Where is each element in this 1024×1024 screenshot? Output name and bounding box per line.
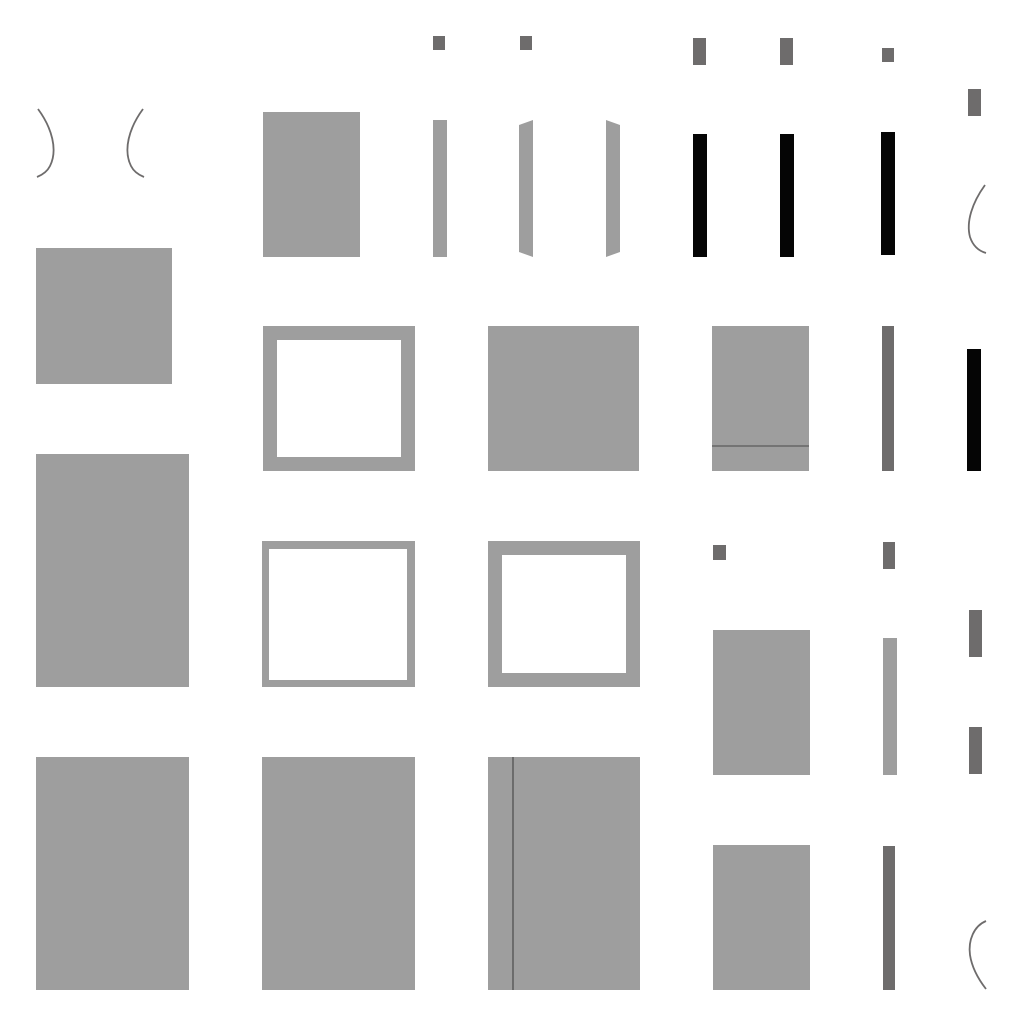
strip-light [883,638,897,775]
panel-square-center [488,326,639,471]
panel-bottom-left [36,757,189,990]
small-tab-9 [969,610,982,657]
strip-angled-left [519,120,533,257]
bar-dark-1 [882,326,894,471]
strip-flat [433,120,447,257]
small-tab-1 [433,36,445,50]
bar-black-3 [881,132,895,255]
panel-rect-bottom-right [713,845,810,990]
small-tab-3 [693,38,706,65]
small-tab-10 [969,727,982,774]
panel-with-seam-horizontal [712,326,809,471]
panel-rect-mid-right [713,630,810,775]
curve-piece-right [126,108,145,178]
small-tab-7 [713,545,726,560]
small-tab-2 [520,36,532,50]
bar-black-2 [780,134,794,257]
bar-black-4 [967,349,981,471]
small-tab-6 [968,89,981,116]
panel-square-small [36,248,172,384]
curve-piece-side-lower [968,920,987,990]
small-tab-4 [780,38,793,65]
panel-rect-top [263,112,360,257]
bar-dark-2 [883,846,895,990]
small-tab-8 [883,542,895,569]
curve-piece-left [36,108,55,178]
panel-bottom-center-left [262,757,415,990]
curve-piece-side-upper [967,184,987,254]
panel-with-seam-vertical [488,757,640,990]
panel-tall-left [36,454,189,687]
bar-black-1 [693,134,707,257]
strip-angled-right [606,120,620,257]
small-tab-5 [882,48,894,62]
